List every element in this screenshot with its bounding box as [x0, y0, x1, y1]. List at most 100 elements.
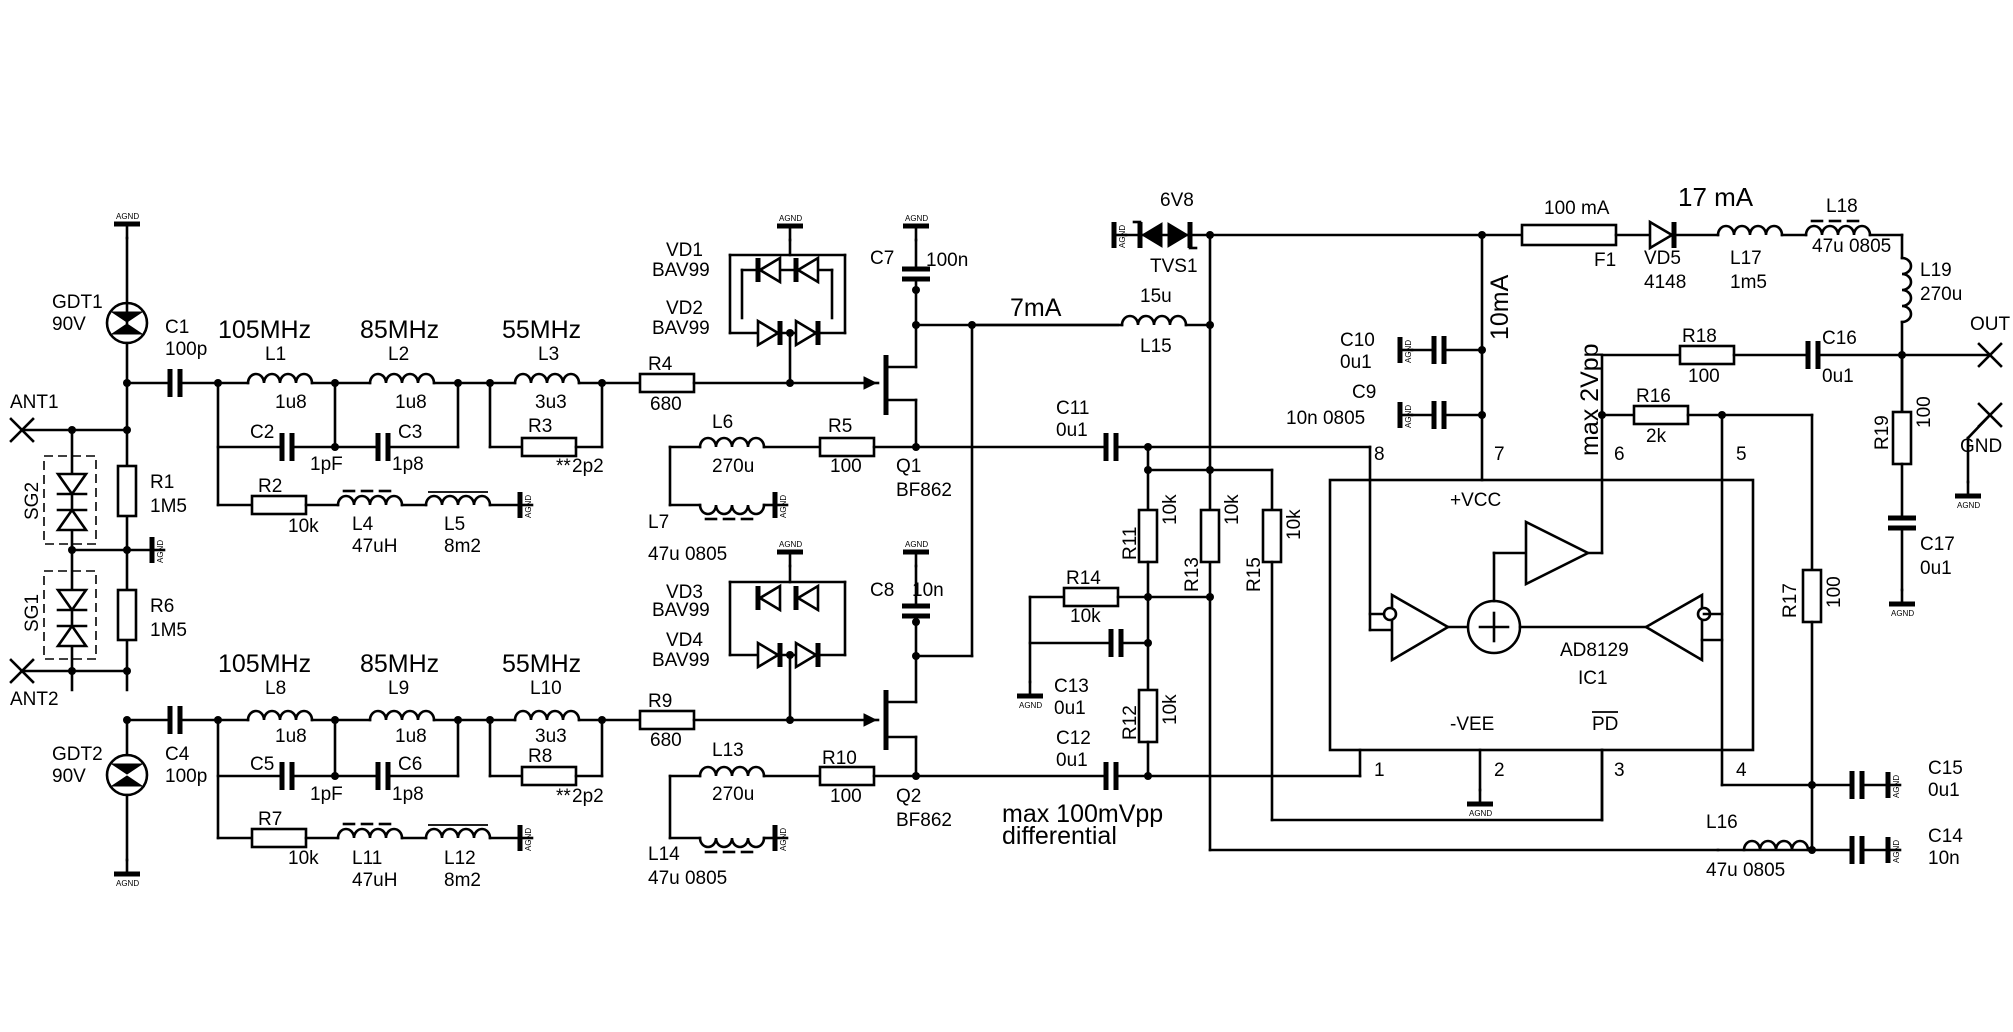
- c12-value: 0u1: [1056, 750, 1088, 771]
- c14-value: 10n: [1928, 848, 1960, 869]
- c1-label: C1: [165, 317, 189, 338]
- c3-value: 1p8: [392, 454, 424, 475]
- r3-label: R3: [528, 416, 552, 437]
- r9-label: R9: [648, 691, 672, 712]
- c9-label: C9: [1352, 382, 1376, 403]
- c13-value: 0u1: [1054, 698, 1086, 719]
- vd2-label: VD2: [666, 298, 703, 319]
- l19-inductor: [1900, 256, 1913, 324]
- l16-label: L16: [1706, 812, 1738, 833]
- l15-label: L15: [1140, 336, 1172, 357]
- ic-pd: PD: [1592, 714, 1618, 735]
- vd3-value: BAV99: [652, 600, 710, 621]
- l18-label: L18: [1826, 196, 1858, 217]
- l16-value: 47u 0805: [1706, 860, 1785, 881]
- gnd-label: GND: [1960, 436, 2002, 457]
- c12-label: C12: [1056, 728, 1091, 749]
- l5-label: L5: [444, 514, 465, 535]
- r1-label: R1: [150, 472, 174, 493]
- l10-label: L10: [530, 678, 562, 699]
- r2-value: 10k: [288, 516, 319, 537]
- r6-resistor: [116, 588, 138, 642]
- c10-value: 0u1: [1340, 352, 1372, 373]
- r17-value: 100: [1824, 576, 1845, 608]
- tvs-label: TVS1: [1150, 256, 1198, 277]
- r3-star: **: [556, 456, 571, 477]
- c8-label: C8: [870, 580, 894, 601]
- l8-label: L8: [265, 678, 286, 699]
- c7-value: 100n: [926, 250, 968, 271]
- freq-85-bottom: 85MHz: [360, 650, 439, 678]
- q1-value: BF862: [896, 480, 952, 501]
- c4-value: 100p: [165, 766, 207, 787]
- r13-resistor: [1199, 508, 1221, 564]
- c6-value: 1p8: [392, 784, 424, 805]
- r8-label: R8: [528, 746, 552, 767]
- ant2-label: ANT2: [10, 689, 59, 710]
- l18-value: 47u 0805: [1812, 236, 1891, 257]
- bottom-jfet-stage: [668, 323, 1108, 852]
- l14-value: 47u 0805: [648, 868, 727, 889]
- r4-label: R4: [648, 354, 673, 375]
- l5-value: 8m2: [444, 536, 481, 557]
- c2-label: C2: [250, 422, 274, 443]
- r15-label: R15: [1244, 557, 1265, 592]
- l11-value: 47uH: [352, 870, 397, 891]
- gdt2-value: 90V: [52, 766, 86, 787]
- l2-value: 1u8: [395, 392, 427, 413]
- r19-value: 100: [1914, 396, 1935, 428]
- r8-value: 2p2: [572, 786, 604, 807]
- ic-name: AD8129: [1560, 640, 1629, 661]
- freq-55-top: 55MHz: [502, 316, 581, 344]
- freq-105-top: 105MHz: [218, 316, 311, 344]
- vd5-diode: [1648, 219, 1675, 251]
- r12-value: 10k: [1160, 694, 1181, 725]
- gdt1-value: 90V: [52, 314, 86, 335]
- gdt1-label: GDT1: [52, 292, 103, 313]
- r10-label: R10: [822, 748, 857, 769]
- ic-pin8: 8: [1374, 444, 1385, 465]
- ic1-ad8129: [1328, 445, 1755, 822]
- top-filter-chain: [125, 369, 874, 518]
- top-jfet-stage: [668, 214, 1120, 519]
- l17-label: L17: [1730, 248, 1762, 269]
- l7-label: L7: [648, 512, 669, 533]
- c14-label: C14: [1928, 826, 1963, 847]
- c9-value: 10n 0805: [1286, 408, 1365, 429]
- ant1-label: ANT1: [10, 392, 59, 413]
- r13-label: R13: [1182, 557, 1203, 592]
- vd2-value: BAV99: [652, 318, 710, 339]
- current-7ma: 7mA: [1010, 294, 1062, 322]
- vd1-label: VD1: [666, 240, 703, 261]
- q1-label: Q1: [896, 456, 921, 477]
- c13-label: C13: [1054, 676, 1089, 697]
- c4-label: C4: [165, 744, 190, 765]
- r16-value: 2k: [1646, 426, 1667, 447]
- q2-label: Q2: [896, 786, 921, 807]
- freq-105-bottom: 105MHz: [218, 650, 311, 678]
- r1-value: 1M5: [150, 496, 187, 517]
- r4-value: 680: [650, 394, 682, 415]
- ic-pin4: 4: [1736, 760, 1747, 781]
- current-10ma: 10mA: [1486, 274, 1514, 340]
- c15-value: 0u1: [1928, 780, 1960, 801]
- r1-resistor: [116, 464, 138, 518]
- c17-value: 0u1: [1920, 558, 1952, 579]
- vd1-value: BAV99: [652, 260, 710, 281]
- f1-value: 100 mA: [1544, 198, 1610, 219]
- l4-value: 47uH: [352, 536, 397, 557]
- ic-pin1: 1: [1374, 760, 1385, 781]
- ic-pin3: 3: [1614, 760, 1625, 781]
- ic-pin6: 6: [1614, 444, 1625, 465]
- r16-label: R16: [1636, 386, 1671, 407]
- l15-value: 15u: [1140, 286, 1172, 307]
- max-input-label: max 100mVpp: [1002, 800, 1163, 828]
- ic-ref: IC1: [1578, 668, 1608, 689]
- r7-value: 10k: [288, 848, 319, 869]
- l13-label: L13: [712, 740, 744, 761]
- current-17ma: 17 mA: [1678, 182, 1754, 212]
- r6-value: 1M5: [150, 620, 187, 641]
- l12-value: 8m2: [444, 870, 481, 891]
- vd3-label: VD3: [666, 582, 703, 603]
